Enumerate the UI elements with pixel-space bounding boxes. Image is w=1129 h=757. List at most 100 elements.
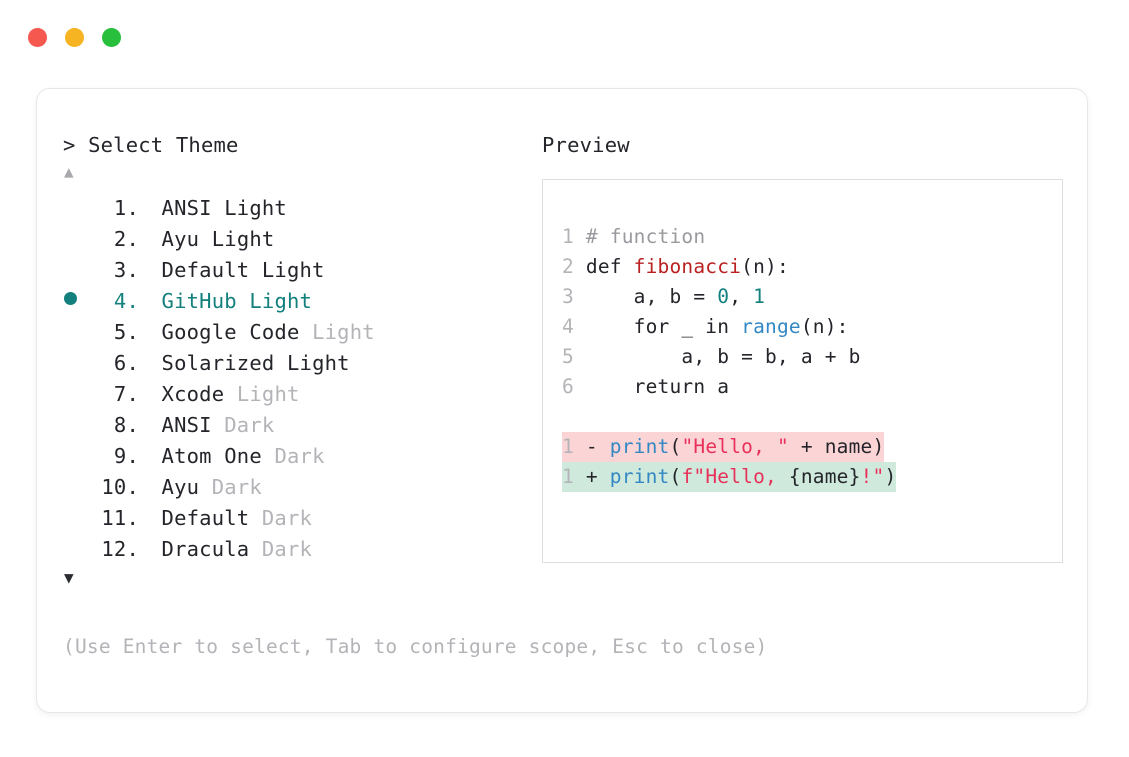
code-line-number: 6	[562, 375, 574, 398]
code-token: a, b =	[573, 285, 718, 308]
theme-item-space	[224, 379, 237, 410]
code-token: ,	[729, 285, 754, 308]
theme-list-item[interactable]: 10. Ayu Dark	[63, 472, 533, 503]
theme-list-item[interactable]: 1. ANSI Light	[63, 193, 533, 224]
theme-item-spacer	[139, 441, 162, 472]
theme-item-name: Ayu	[161, 475, 200, 499]
theme-item-number: 2.	[113, 227, 139, 251]
diff-line-wrapper: 1 - print("Hello, " + name)	[543, 432, 1062, 462]
diff-added-line: 1 + print(f"Hello, {name}!")	[562, 462, 897, 492]
theme-list-item[interactable]: 5. Google Code Light	[63, 317, 533, 348]
theme-item-number: 12.	[101, 537, 139, 561]
theme-item-space	[274, 348, 287, 379]
code-line: 2 def fibonacci(n):	[543, 252, 1062, 282]
theme-item-space	[212, 410, 225, 441]
theme-item-spacer	[139, 255, 162, 286]
theme-item-name: GitHub	[161, 289, 237, 313]
theme-item-name: Xcode	[161, 382, 225, 406]
theme-list-item[interactable]: 3. Default Light	[63, 255, 533, 286]
diff-line-number: 1	[562, 465, 574, 488]
theme-list-item[interactable]: 7. Xcode Light	[63, 379, 533, 410]
theme-item-variant: Light	[249, 289, 313, 313]
theme-list-item[interactable]: 11. Default Dark	[63, 503, 533, 534]
theme-item-spacer	[139, 193, 162, 224]
code-token: {name}	[788, 465, 861, 488]
theme-item-variant: Light	[312, 320, 375, 344]
selected-bullet-icon	[64, 292, 77, 305]
theme-item-spacer	[139, 534, 162, 565]
preview-label: Preview	[542, 133, 630, 157]
theme-item-space	[300, 317, 313, 348]
theme-item-spacer	[139, 379, 162, 410]
theme-list-item[interactable]: 6. Solarized Light	[63, 348, 533, 379]
scroll-up-icon[interactable]: ▲	[64, 162, 74, 181]
code-token: # function	[573, 225, 706, 248]
code-token: (n):	[800, 315, 849, 338]
code-token: !"	[860, 465, 885, 488]
window-controls	[28, 28, 121, 47]
code-line-number: 5	[562, 345, 574, 368]
theme-item-space	[249, 534, 262, 565]
theme-item-number: 6.	[113, 351, 139, 375]
code-line-number: 1	[562, 225, 574, 248]
theme-item-name: ANSI	[161, 196, 212, 220]
code-token: 0	[717, 285, 730, 308]
theme-item-name: Dracula	[161, 537, 250, 561]
theme-item-variant: Dark	[274, 444, 325, 468]
code-line: 1 # function	[543, 222, 1062, 252]
theme-item-name: Atom One	[161, 444, 262, 468]
theme-item-variant: Dark	[211, 475, 262, 499]
theme-item-number: 10.	[101, 475, 139, 499]
scroll-down-icon[interactable]: ▼	[64, 568, 74, 587]
code-token: print	[609, 465, 670, 488]
theme-item-space	[199, 472, 212, 503]
code-token: fibonacci	[633, 255, 742, 278]
code-token: 1	[753, 285, 766, 308]
theme-item-number: 3.	[113, 258, 139, 282]
close-dot[interactable]	[28, 28, 47, 47]
code-blank-line	[543, 402, 1062, 432]
code-token: (n):	[741, 255, 789, 278]
theme-list-item[interactable]: 9. Atom One Dark	[63, 441, 533, 472]
code-line-number: 3	[562, 285, 574, 308]
theme-item-variant: Light	[236, 382, 300, 406]
theme-item-number: 4.	[113, 289, 139, 313]
code-token: def	[573, 255, 634, 278]
theme-item-name: Ayu	[161, 227, 200, 251]
theme-item-space	[262, 441, 275, 472]
theme-item-name: Google Code	[161, 320, 300, 344]
theme-item-number: 5.	[113, 320, 139, 344]
theme-item-name: Solarized	[161, 351, 275, 375]
theme-item-variant: Light	[224, 196, 287, 220]
theme-item-spacer	[139, 286, 162, 317]
code-line-number: 4	[562, 315, 574, 338]
diff-removed-line: 1 - print("Hello, " + name)	[562, 432, 885, 462]
theme-item-variant: Dark	[261, 537, 313, 561]
code-line: 3 a, b = 0, 1	[543, 282, 1062, 312]
theme-list-item[interactable]: 4. GitHub Light	[63, 286, 533, 317]
theme-item-spacer	[139, 348, 162, 379]
code-token: a, b = b, a + b	[573, 345, 861, 368]
theme-item-variant: Dark	[224, 413, 275, 437]
code-line: 4 for _ in range(n):	[543, 312, 1062, 342]
theme-item-number: 11.	[101, 506, 139, 530]
theme-item-name: Default	[161, 506, 250, 530]
theme-list-item[interactable]: 8. ANSI Dark	[63, 410, 533, 441]
minimize-dot[interactable]	[65, 28, 84, 47]
code-token: for _ in	[573, 315, 742, 338]
theme-list-item[interactable]: 12. Dracula Dark	[63, 534, 533, 565]
selected-bullet-icon	[63, 286, 93, 317]
code-line-number: 2	[562, 255, 574, 278]
maximize-dot[interactable]	[102, 28, 121, 47]
theme-item-variant: Dark	[261, 506, 313, 530]
theme-item-number: 7.	[113, 382, 139, 406]
theme-item-name: ANSI	[161, 413, 212, 437]
theme-list-item[interactable]: 2. Ayu Light	[63, 224, 533, 255]
theme-item-space	[249, 255, 262, 286]
